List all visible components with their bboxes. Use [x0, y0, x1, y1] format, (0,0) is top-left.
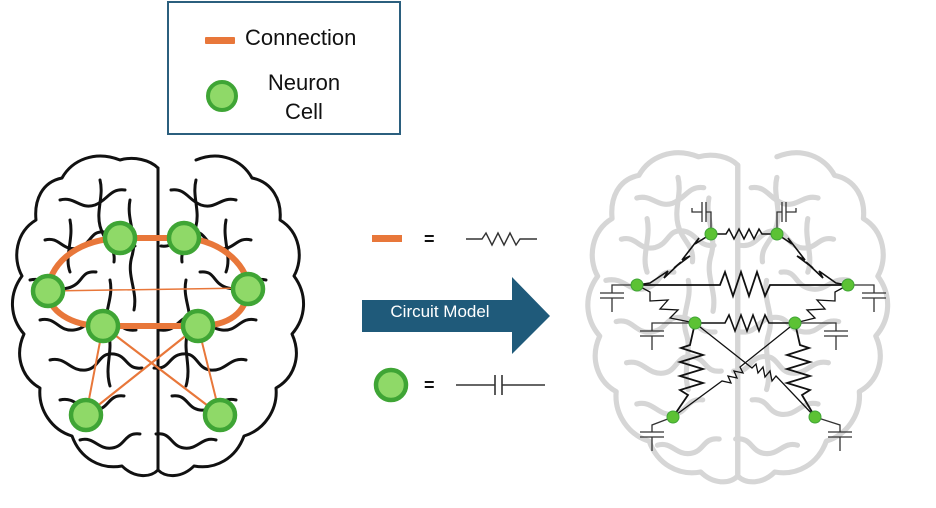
resistor-top — [711, 227, 777, 241]
neuron-cell — [230, 271, 266, 307]
neuron-cell — [102, 220, 138, 256]
capacitor-right — [848, 284, 886, 312]
horizontal-connection — [47, 287, 249, 292]
equals-sign-1: = — [424, 229, 435, 249]
resistor-right-vertical — [783, 322, 816, 418]
circuit-model-label: Circuit Model — [390, 302, 490, 321]
resistor-upper-left — [636, 233, 712, 286]
resistor-cross-2 — [672, 322, 796, 418]
cross-connection-1 — [101, 324, 222, 417]
circuit-nodes — [630, 227, 855, 424]
capacitor-top-right — [776, 202, 797, 234]
capacitor-left — [600, 284, 637, 312]
capacitor-bottom-right — [814, 416, 852, 451]
resistor-left-vertical — [672, 322, 707, 418]
legend-box: Connection Neuron Cell — [167, 1, 401, 135]
resistor-right-side — [794, 284, 849, 324]
neuron-swatch — [373, 367, 409, 403]
circuit-model-arrow — [362, 277, 550, 354]
neuron-legend-label-line1: Neuron — [267, 70, 341, 95]
circuit-resistors — [636, 227, 849, 418]
circuit-node — [666, 410, 680, 424]
resistor-middle-lower — [695, 312, 795, 334]
resistor-cross-1 — [694, 322, 816, 418]
capacitor-top-left — [691, 202, 712, 234]
capacitor-left-lower — [640, 322, 695, 350]
resistor-left-side — [636, 284, 696, 324]
neuron-cell — [166, 220, 202, 256]
neuron-legend-swatch — [206, 80, 238, 112]
neuron-cell — [68, 397, 104, 433]
neuron-cell — [180, 308, 216, 344]
mapping-capacitor-row: = — [373, 367, 545, 403]
circuit-node — [688, 316, 702, 330]
mapping-resistor-row: = — [372, 229, 537, 249]
circuit-node — [630, 278, 644, 292]
neuron-cell — [202, 397, 238, 433]
connection-swatch — [372, 235, 402, 242]
cross-connection-2 — [84, 324, 200, 417]
resistor-middle-long — [637, 269, 848, 299]
left-brain-outline — [10, 154, 306, 478]
circuit-node — [808, 410, 822, 424]
equals-sign-2: = — [424, 375, 435, 395]
circuit-node — [704, 227, 718, 241]
resistor-symbol-icon — [466, 231, 537, 247]
circuit-capacitors — [600, 202, 886, 451]
capacitor-right-lower — [795, 322, 848, 350]
capacitor-symbol-icon — [456, 375, 545, 395]
circuit-node — [770, 227, 784, 241]
left-neurons — [30, 220, 266, 433]
left-connections — [44, 235, 252, 417]
neuron-cell — [30, 273, 66, 309]
connection-legend-label: Connection — [245, 25, 357, 50]
neuron-cell — [85, 308, 121, 344]
neuron-legend-label-line2: Cell — [285, 99, 323, 124]
neuron-legend-label: Neuron Cell — [259, 68, 349, 126]
connection-legend-swatch — [205, 37, 235, 44]
resistor-upper-right — [776, 233, 849, 286]
circuit-node — [841, 278, 855, 292]
capacitor-bottom-left — [640, 416, 674, 451]
circuit-node — [788, 316, 802, 330]
